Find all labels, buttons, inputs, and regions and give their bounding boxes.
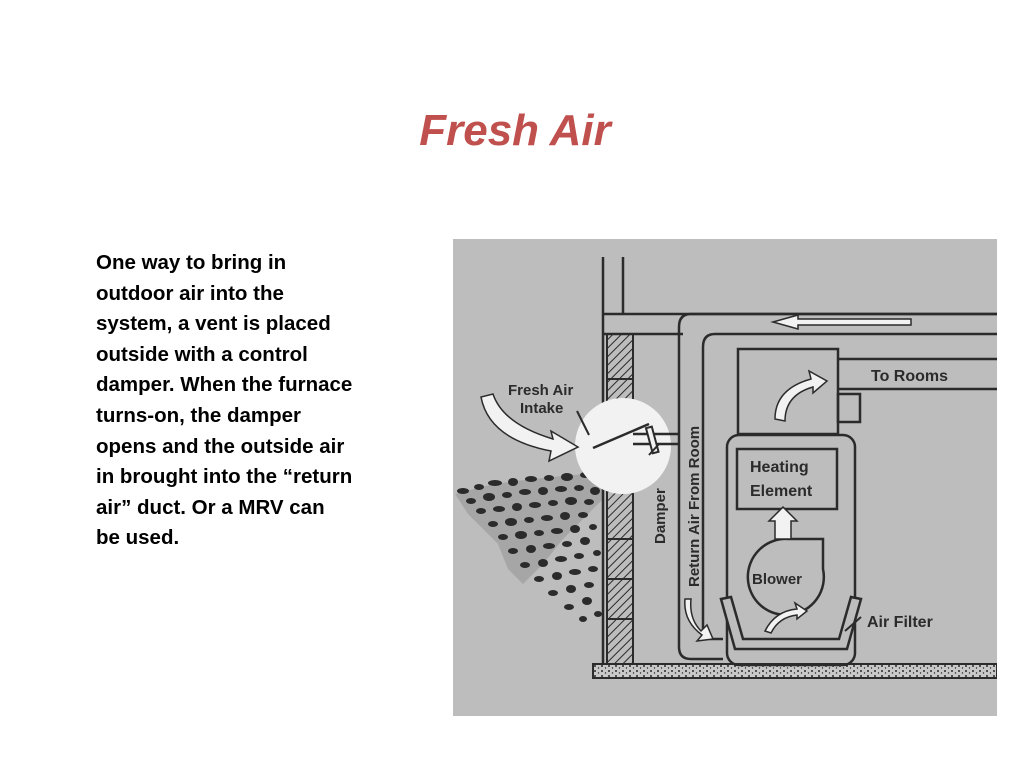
fresh-air-intake-arrow xyxy=(480,393,580,463)
heating-element-box xyxy=(735,447,839,511)
label-element: Element xyxy=(750,483,813,500)
slide-body-text: One way to bring in outdoor air into the… xyxy=(96,251,353,550)
heat-up-arrow xyxy=(767,505,799,540)
label-air-filter: Air Filter xyxy=(867,614,933,631)
label-return-air: Return Air From Room xyxy=(686,426,703,587)
outdoor-ground-gravel xyxy=(455,472,603,622)
intake-pointer xyxy=(576,410,590,436)
furnace-cabinet xyxy=(725,347,857,667)
blower-inlet-arrow xyxy=(763,601,809,634)
label-to-rooms: To Rooms xyxy=(871,368,948,385)
air-filter-pointer xyxy=(844,616,862,632)
intake-highlight xyxy=(575,398,671,494)
return-air-arrow-top xyxy=(770,314,912,330)
furnace-fresh-air-diagram: Fresh Air Intake Damper Return Air From … xyxy=(453,239,997,716)
label-fresh-air: Fresh Air xyxy=(508,382,573,399)
return-air-down-arrow xyxy=(684,598,715,642)
masonry-wall xyxy=(606,333,634,670)
damper-pointer xyxy=(648,443,660,456)
label-heating: Heating xyxy=(750,459,809,476)
slide-title: Fresh Air xyxy=(419,106,611,155)
blower-housing xyxy=(746,537,826,617)
label-damper: Damper xyxy=(652,488,669,544)
air-filter xyxy=(719,595,863,651)
label-blower: Blower xyxy=(752,571,802,588)
supply-curve-arrow xyxy=(774,369,829,422)
label-intake: Intake xyxy=(520,400,563,417)
